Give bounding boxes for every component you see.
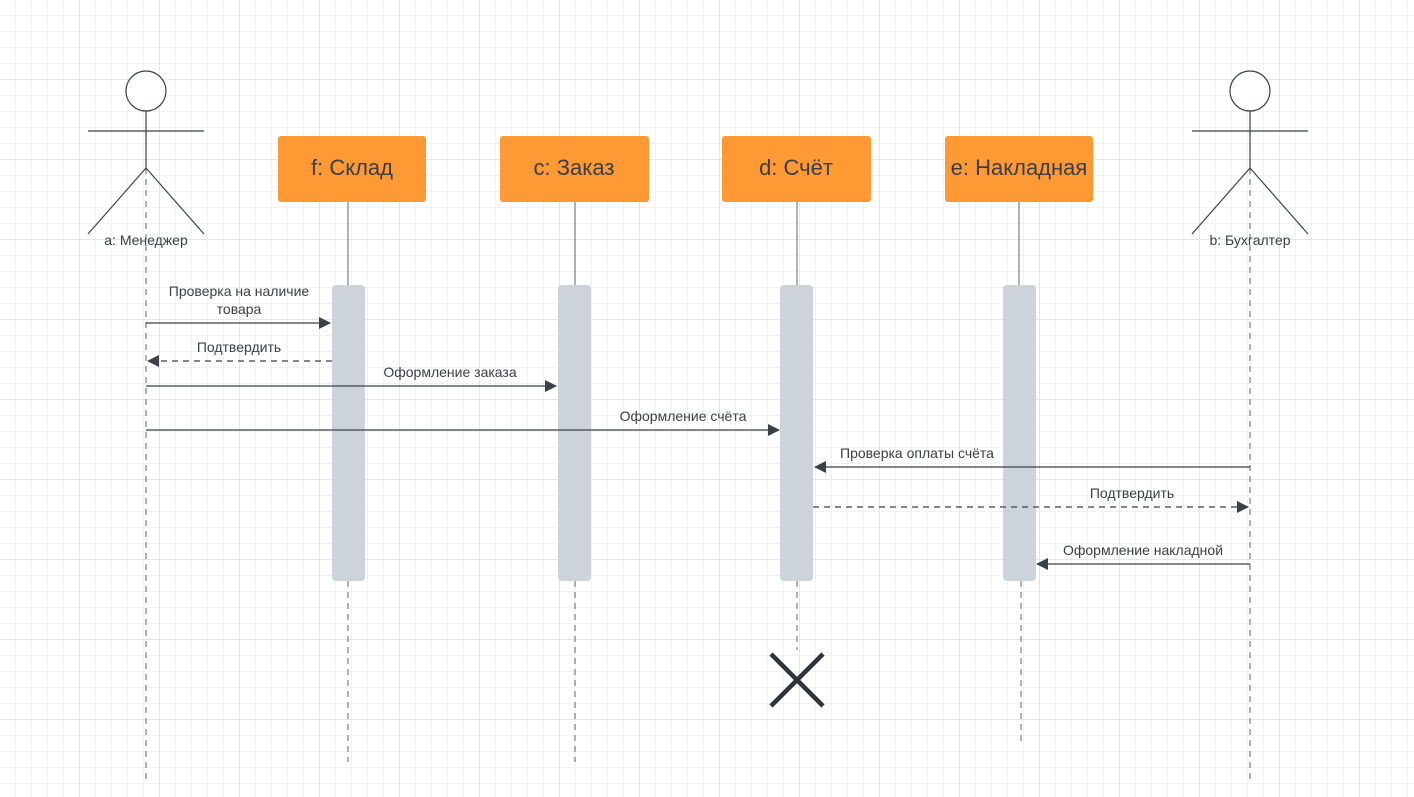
message-check-stock-label-line-2: товара [217, 301, 262, 317]
object-waybill-label: e: Накладная [951, 155, 1088, 180]
object-waybill-box [945, 136, 1093, 202]
message-check-payment-label: Проверка оплаты счёта [840, 445, 994, 461]
activation-waybill [1003, 285, 1036, 581]
activation-order [558, 285, 591, 581]
actor-accountant[interactable]: b: Бухгалтер [1191, 70, 1309, 780]
object-warehouse-box [278, 136, 426, 202]
message-confirm-payment-label: Подтвердить [1090, 485, 1174, 501]
message-check-payment[interactable]: Проверка оплаты счёта [814, 445, 1250, 473]
actor-manager-leg-left [87, 167, 147, 235]
object-order-label: c: Заказ [534, 155, 615, 180]
message-issue-invoice[interactable]: Оформление счёта [146, 408, 780, 436]
object-invoice[interactable]: d: Счёт [722, 136, 871, 708]
message-issue-invoice-label: Оформление счёта [620, 408, 747, 424]
actor-manager-label: a: Менеджер [104, 232, 188, 248]
actor-accountant-leg-left [1191, 167, 1251, 235]
message-issue-waybill-label: Оформление накладной [1063, 542, 1223, 558]
destroy-icon [769, 652, 825, 708]
activation-invoice [780, 285, 813, 581]
actor-manager[interactable]: a: Менеджер [87, 70, 205, 780]
activation-warehouse [332, 285, 365, 581]
message-issue-waybill[interactable]: Оформление накладной [1036, 542, 1250, 570]
message-place-order[interactable]: Оформление заказа [146, 364, 557, 392]
message-confirm-stock-label: Подтвердить [197, 339, 281, 355]
object-warehouse-label: f: Склад [311, 155, 393, 180]
actor-manager-head [125, 70, 167, 112]
object-warehouse[interactable]: f: Склад [278, 136, 426, 762]
object-waybill[interactable]: e: Накладная [945, 136, 1093, 746]
object-order-box [500, 136, 649, 202]
object-invoice-label: d: Счёт [759, 155, 833, 180]
message-check-stock-label-line-1: Проверка на наличие [169, 283, 310, 299]
message-confirm-payment[interactable]: Подтвердить [813, 485, 1249, 513]
actor-accountant-leg-right [1249, 167, 1309, 235]
actor-accountant-head [1229, 70, 1271, 112]
message-confirm-stock[interactable]: Подтвердить [147, 339, 332, 367]
actor-accountant-label: b: Бухгалтер [1209, 232, 1290, 248]
object-invoice-box [722, 136, 871, 202]
message-place-order-label: Оформление заказа [383, 364, 516, 380]
message-check-stock[interactable]: Проверка на наличие товара [146, 283, 331, 329]
object-order[interactable]: c: Заказ [500, 136, 649, 762]
actor-manager-leg-right [145, 167, 205, 235]
